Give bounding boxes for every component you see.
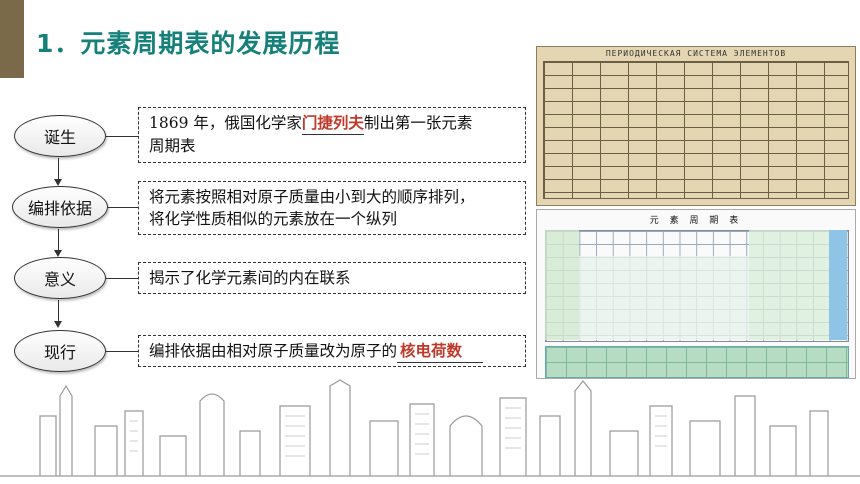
d-block-shading — [579, 256, 749, 340]
down-arrow-icon — [54, 229, 62, 257]
p-block-shading — [749, 230, 829, 340]
noble-gas-shading — [829, 230, 847, 340]
modern-table-title: 元 素 周 期 表 — [649, 216, 743, 226]
stage-oval-birth: 诞生 — [14, 115, 106, 157]
stage-oval-basis: 编排依据 — [12, 186, 108, 228]
city-skyline-illustration — [0, 379, 860, 477]
connector-line — [106, 351, 138, 352]
stage-oval-current: 现行 — [14, 330, 106, 372]
description-box-current: 编排依据由相对原子质量改为原子的核电荷数 — [138, 335, 526, 367]
stage-label: 意义 — [43, 270, 76, 289]
s-block-shading — [545, 230, 579, 340]
modern-periodic-table-image: 元 素 周 期 表 — [536, 209, 856, 379]
stage-oval-meaning: 意义 — [14, 257, 106, 299]
lanthanide-actinide-rows — [545, 346, 849, 378]
down-arrow-icon — [54, 300, 62, 328]
stage-label: 现行 — [43, 343, 76, 362]
old-table-grid — [543, 61, 849, 199]
mendeleev-table-image: ПЕРИОДИЧЕСКАЯ СИСТЕМА ЭЛЕМЕНТОВ — [536, 46, 856, 206]
highlight-mendeleev: 门捷列夫 — [301, 112, 364, 135]
description-box-meaning: 揭示了化学元素间的内在联系 — [138, 262, 526, 294]
description-box-birth: 1869 年，俄国化学家门捷列夫制出第一张元素 周期表 — [138, 107, 526, 163]
stage-label: 诞生 — [43, 128, 76, 147]
description-box-basis: 将元素按照相对原子质量由小到大的顺序排列， 将化学性质相似的元素放在一个纵列 — [138, 181, 526, 235]
connector-line — [108, 207, 138, 208]
down-arrow-icon — [54, 158, 62, 186]
highlight-nuclear-charge: 核电荷数 — [397, 340, 484, 363]
page-title: 1．元素周期表的发展历程 — [36, 29, 341, 58]
connector-line — [106, 136, 138, 137]
accent-bar — [0, 0, 24, 78]
connector-line — [106, 278, 138, 279]
stage-label: 编排依据 — [27, 199, 92, 218]
old-table-header: ПЕРИОДИЧЕСКАЯ СИСТЕМА ЭЛЕМЕНТОВ — [605, 49, 787, 58]
